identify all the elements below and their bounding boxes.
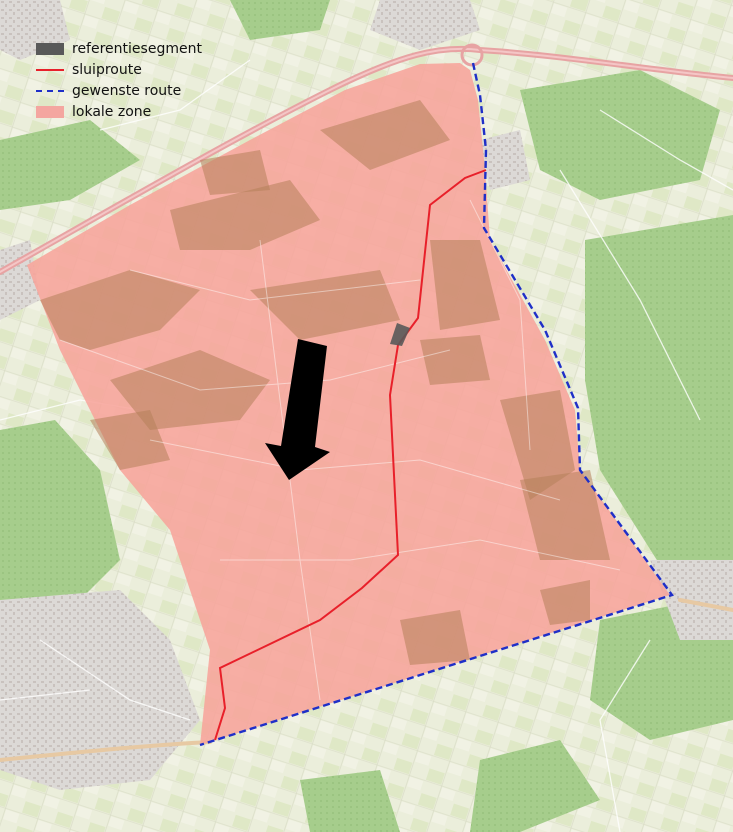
legend-swatch-line-icon <box>36 63 66 77</box>
minor-roads <box>0 59 733 832</box>
legend-item-lokale-zone: lokale zone <box>36 101 202 122</box>
legend-item-referentiesegment: referentiesegment <box>36 38 202 59</box>
zone-roads <box>59 199 621 701</box>
legend-swatch-box-icon <box>36 42 66 56</box>
legend-label: sluiproute <box>72 61 142 78</box>
zone-field-patches <box>40 100 610 665</box>
referentiesegment <box>390 323 410 346</box>
sluiproute <box>214 169 487 741</box>
built-up-areas <box>0 0 733 790</box>
legend-label: gewenste route <box>72 82 182 99</box>
legend-label: lokale zone <box>72 103 152 120</box>
legend-item-sluiproute: sluiproute <box>36 59 202 80</box>
legend-item-gewenste-route: gewenste route <box>36 80 202 101</box>
legend-swatch-box-icon <box>36 105 66 119</box>
legend-label: referentiesegment <box>72 40 202 57</box>
legend-swatch-dashed-line-icon <box>36 84 66 98</box>
map-legend: referentiesegment sluiproute gewenste ro… <box>36 38 202 122</box>
arrow-down-left-icon <box>265 339 330 480</box>
highways <box>0 43 733 762</box>
